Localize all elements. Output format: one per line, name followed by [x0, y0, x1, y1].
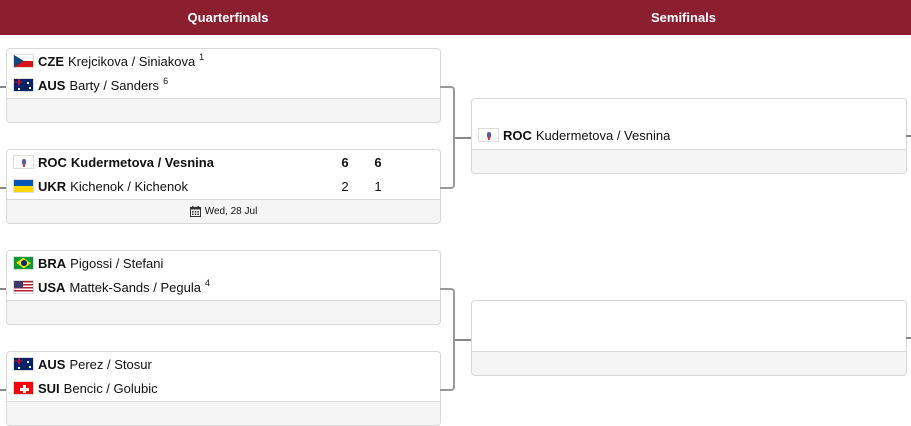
flag-roc-icon — [13, 155, 34, 169]
match-footer — [472, 149, 906, 173]
match-footer — [7, 401, 440, 425]
country-code: BRA — [38, 255, 67, 271]
bracket-connector — [440, 86, 455, 189]
connector-line — [0, 389, 6, 391]
round-title-semifinals: Semifinals — [650, 10, 717, 25]
seed-number: 4 — [204, 278, 210, 288]
country-code: AUS — [38, 77, 66, 93]
country-code: UKR — [38, 178, 67, 194]
flag-cze-icon — [13, 54, 34, 68]
connector-line — [0, 288, 6, 290]
flag-aus-icon — [13, 357, 34, 371]
match-footer — [7, 300, 440, 324]
set-score: 6 — [341, 154, 349, 170]
connector-line — [455, 136, 471, 139]
flag-roc-icon — [478, 128, 499, 142]
flag-sui-icon — [13, 381, 34, 395]
connector-line — [0, 187, 6, 189]
team-names: Pigossi / Stefani — [70, 255, 164, 271]
match-footer: Wed, 28 Jul — [7, 199, 440, 223]
team-names: Krejcikova / Siniakova — [68, 53, 196, 69]
round-header-bar: Quarterfinals Semifinals — [0, 0, 911, 35]
country-code: SUI — [38, 380, 60, 396]
team-names: Barty / Sanders — [69, 77, 160, 93]
set-score: 2 — [341, 178, 349, 194]
connector-line — [0, 86, 6, 88]
country-code: ROC — [503, 127, 532, 143]
seed-number: 1 — [199, 52, 205, 62]
country-code: AUS — [38, 356, 66, 372]
country-code: CZE — [38, 53, 64, 69]
connector-line — [906, 337, 911, 339]
match-card[interactable] — [471, 300, 907, 376]
team-names: Perez / Stosur — [69, 356, 152, 372]
team-names: Kudermetova / Vesnina — [70, 154, 214, 170]
match-footer — [472, 351, 906, 375]
calendar-icon — [189, 206, 201, 217]
connector-line — [455, 338, 471, 341]
flag-ukr-icon — [13, 179, 34, 193]
country-code: ROC — [38, 154, 67, 170]
country-code: USA — [38, 279, 66, 295]
round-title-quarterfinals: Quarterfinals — [187, 10, 269, 25]
set-score: 6 — [374, 154, 382, 170]
seed-number: 6 — [163, 76, 169, 86]
flag-aus-icon — [13, 78, 34, 92]
team-names: Kudermetova / Vesnina — [535, 127, 671, 143]
team-names: Bencic / Golubic — [63, 380, 158, 396]
match-footer — [7, 98, 440, 122]
team-names: Mattek-Sands / Pegula — [69, 279, 201, 295]
bracket-connector — [440, 288, 455, 391]
connector-line — [906, 135, 911, 137]
set-score: 1 — [374, 178, 382, 194]
flag-bra-icon — [13, 256, 34, 270]
team-names: Kichenok / Kichenok — [70, 178, 188, 194]
flag-usa-icon — [13, 280, 34, 294]
match-date: Wed, 28 Jul — [204, 206, 258, 217]
